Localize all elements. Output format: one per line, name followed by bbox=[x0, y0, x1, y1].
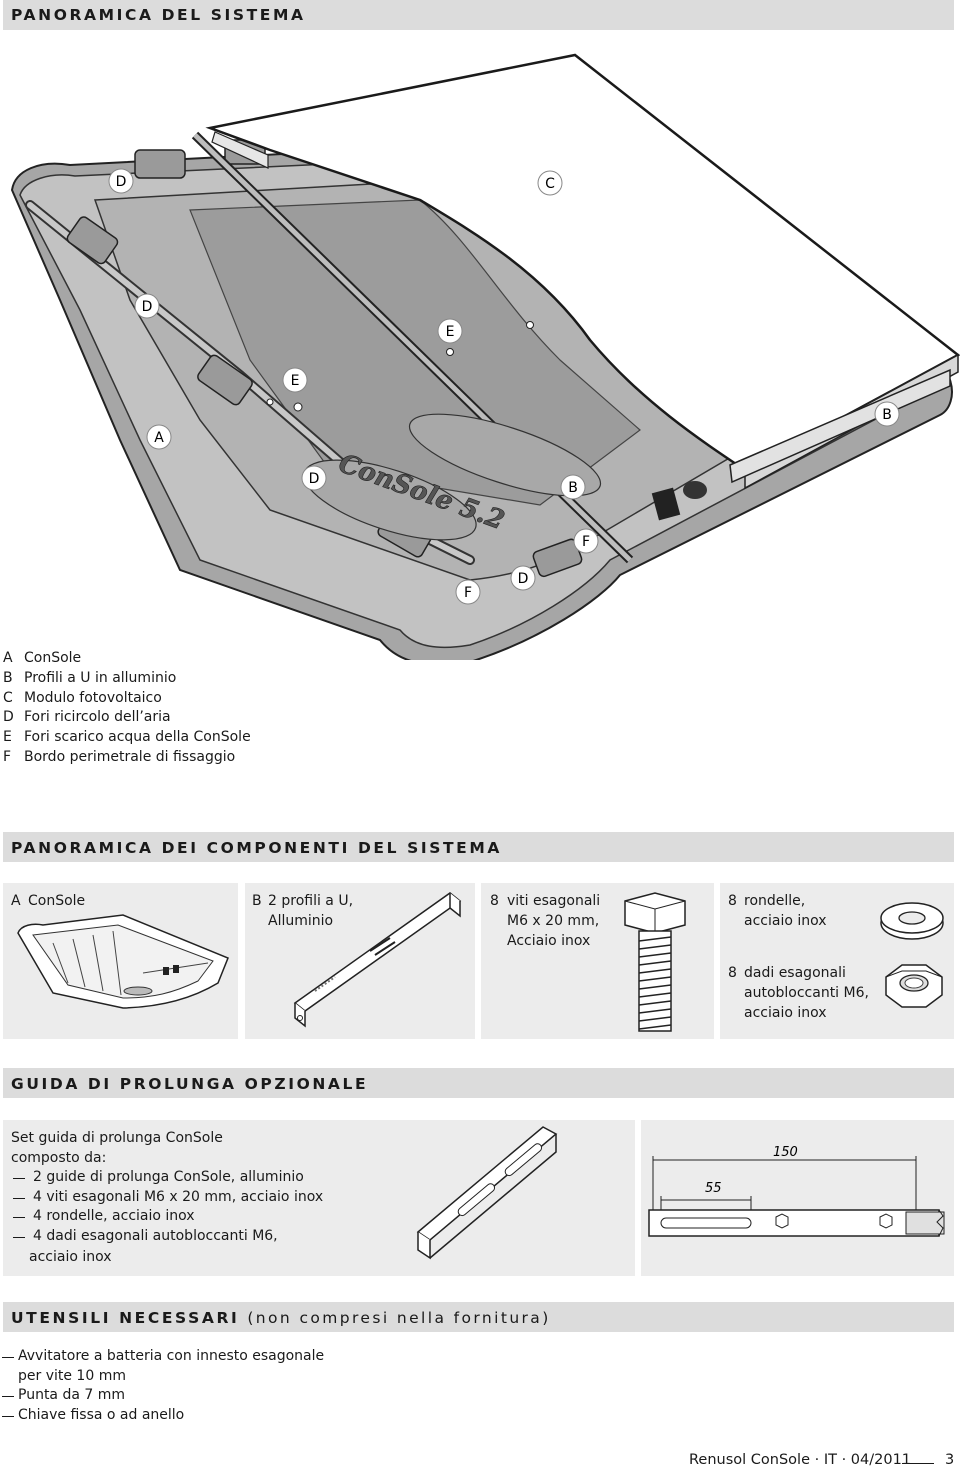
component-label: ConSole bbox=[28, 893, 86, 909]
set-title: Set guida di prolunga ConSole bbox=[11, 1130, 223, 1146]
component-label: autobloccanti M6, bbox=[744, 985, 869, 1001]
section-title: PANORAMICA DEI COMPONENTI DEL SISTEMA bbox=[11, 839, 502, 857]
component-label: rondelle, bbox=[744, 893, 806, 909]
hex-screw-illustration bbox=[624, 892, 686, 1032]
tools-list: Punta da 7 mm Chiave fissa o ad anello bbox=[0, 1386, 184, 1425]
list-item: 2 guide di prolunga ConSole, alluminio bbox=[3, 1168, 323, 1188]
washer-illustration bbox=[880, 902, 944, 940]
component-label: dadi esagonali bbox=[744, 965, 846, 981]
section-header-components: PANORAMICA DEI COMPONENTI DEL SISTEMA bbox=[3, 832, 954, 862]
section-title: GUIDA DI PROLUNGA OPZIONALE bbox=[11, 1075, 369, 1093]
list-item: 4 viti esagonali M6 x 20 mm, acciaio ino… bbox=[3, 1188, 323, 1208]
callout-label: D bbox=[116, 174, 127, 190]
section-header-extension-guide: GUIDA DI PROLUNGA OPZIONALE bbox=[3, 1068, 954, 1098]
extension-dimension-card: 150 55 bbox=[641, 1120, 954, 1276]
callout-label: D bbox=[309, 471, 320, 487]
set-contents-list: 2 guide di prolunga ConSole, alluminio 4… bbox=[3, 1168, 323, 1246]
extension-set-card: Set guida di prolunga ConSole composto d… bbox=[3, 1120, 635, 1276]
callout-label: A bbox=[154, 430, 164, 446]
component-card-washers-nuts: 8 rondelle, acciaio inox 8 dadi esagonal… bbox=[720, 883, 954, 1039]
component-key: 8 bbox=[728, 893, 737, 909]
tools-list: Avvitatore a batteria con innesto esagon… bbox=[0, 1347, 324, 1367]
callout-label: D bbox=[518, 571, 529, 587]
list-item: Punta da 7 mm bbox=[0, 1386, 184, 1406]
callout-label: E bbox=[291, 373, 300, 389]
component-label: M6 x 20 mm, bbox=[507, 913, 600, 929]
component-key: 8 bbox=[728, 965, 737, 981]
section-title: PANORAMICA DEL SISTEMA bbox=[11, 6, 306, 24]
component-key: B bbox=[252, 893, 262, 909]
dimension-label: 55 bbox=[705, 1181, 722, 1196]
system-assembly-drawing: ConSole 5.2 D C D E E A D B B F F D bbox=[10, 53, 960, 660]
component-label: acciaio inox bbox=[744, 1005, 827, 1021]
footer-doc-info: Renusol ConSole · IT · 04/2011 bbox=[689, 1452, 912, 1468]
list-item-continuation: acciaio inox bbox=[29, 1249, 112, 1265]
component-label: Alluminio bbox=[268, 913, 334, 929]
hex-nut-illustration bbox=[885, 964, 943, 1008]
callout-label: B bbox=[882, 407, 892, 423]
section-title: UTENSILI NECESSARI (non compresi nella f… bbox=[11, 1309, 551, 1327]
set-subtitle: composto da: bbox=[11, 1150, 107, 1166]
callout-label: D bbox=[142, 299, 153, 315]
component-label: Acciaio inox bbox=[507, 933, 591, 949]
list-item: 4 rondelle, acciaio inox bbox=[3, 1207, 323, 1227]
tools-subtitle: (non compresi nella fornitura) bbox=[247, 1309, 551, 1327]
component-key: A bbox=[11, 893, 21, 909]
callout-label: C bbox=[545, 176, 555, 192]
list-item: Chiave fissa o ad anello bbox=[0, 1406, 184, 1426]
component-card-console: A ConSole bbox=[3, 883, 238, 1039]
component-key: 8 bbox=[490, 893, 499, 909]
dimension-drawing: 150 55 bbox=[648, 1145, 945, 1237]
component-label: acciaio inox bbox=[744, 913, 827, 929]
section-header-overview: PANORAMICA DEL SISTEMA bbox=[3, 0, 954, 30]
list-item-continuation: per vite 10 mm bbox=[18, 1368, 126, 1384]
component-card-screws: 8 viti esagonali M6 x 20 mm, Acciaio ino… bbox=[481, 883, 714, 1039]
component-label: viti esagonali bbox=[507, 893, 601, 909]
dimension-label: 150 bbox=[773, 1145, 798, 1160]
component-card-profiles: B 2 profili a U, Alluminio bbox=[245, 883, 475, 1039]
console-tub-illustration bbox=[17, 914, 229, 1009]
footer-rule bbox=[902, 1463, 934, 1464]
section-header-tools: UTENSILI NECESSARI (non compresi nella f… bbox=[3, 1302, 954, 1332]
list-item: Avvitatore a batteria con innesto esagon… bbox=[0, 1347, 324, 1367]
component-label: 2 profili a U, bbox=[268, 893, 354, 909]
callout-label: B bbox=[568, 480, 578, 496]
extension-guide-illustration bbox=[416, 1126, 558, 1260]
list-item: 4 dadi esagonali autobloccanti M6, bbox=[3, 1227, 323, 1247]
u-profile-illustration bbox=[293, 892, 462, 1028]
callout-label: F bbox=[464, 585, 472, 601]
callout-label: E bbox=[446, 324, 455, 340]
page-number: 3 bbox=[945, 1452, 955, 1468]
callout-label: F bbox=[582, 534, 590, 550]
tools-title: UTENSILI NECESSARI bbox=[11, 1309, 240, 1327]
